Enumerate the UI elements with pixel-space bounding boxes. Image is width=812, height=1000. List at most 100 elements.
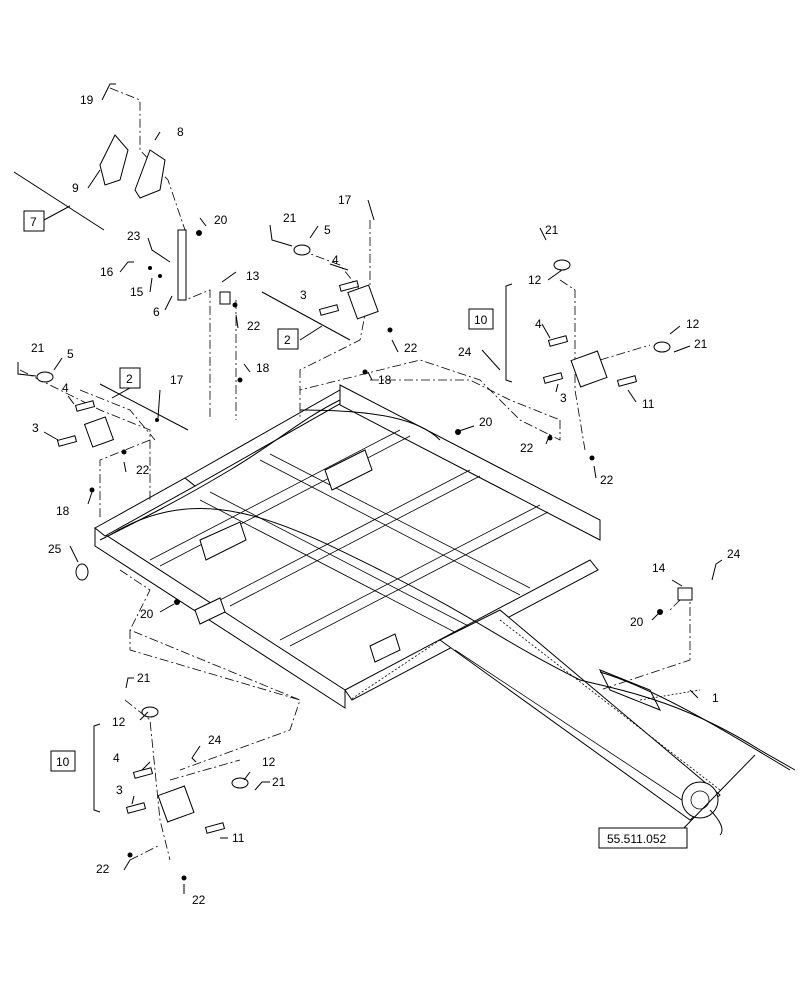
callout-22: 22	[520, 441, 534, 455]
shield-8	[134, 149, 166, 199]
screw-20b	[455, 429, 461, 435]
callout-22: 22	[247, 319, 261, 333]
callout-3: 3	[300, 288, 307, 302]
decal-3c	[542, 372, 564, 384]
shield-9	[99, 134, 129, 186]
callout-12: 12	[112, 715, 126, 729]
decal-11a	[616, 375, 638, 387]
nut-22a	[232, 302, 238, 308]
callout-24: 24	[458, 345, 472, 359]
callout-22: 22	[600, 473, 614, 487]
decal-3a	[318, 304, 340, 316]
callout-11: 11	[642, 397, 655, 411]
lamp-housing-10b	[157, 785, 195, 823]
lamp-5a	[293, 244, 311, 256]
callout-17: 17	[170, 373, 184, 387]
bracket-2b	[83, 416, 115, 448]
callout-3: 3	[116, 783, 123, 797]
box-2a	[277, 328, 299, 350]
callout-15: 15	[130, 285, 144, 299]
callout-9: 9	[72, 181, 79, 195]
callout-3: 3	[560, 391, 567, 405]
callout-16: 16	[100, 265, 114, 279]
callout-7: 7	[30, 215, 37, 229]
callout-4: 4	[535, 317, 542, 331]
callout-12: 12	[686, 317, 700, 331]
callout-22: 22	[136, 463, 150, 477]
callout-14: 14	[652, 561, 666, 575]
nut-22g	[181, 875, 187, 881]
box-ref	[598, 827, 688, 849]
callout-17: 17	[338, 193, 352, 207]
callout-10: 10	[56, 755, 70, 769]
callout-6: 6	[153, 305, 160, 319]
callout-labels: 19 8 9 7 20 23 16 15 6 13 22 17 21 5 4 3…	[30, 93, 741, 907]
callout-21: 21	[545, 223, 559, 237]
screw-20a	[196, 230, 202, 236]
callout-25: 25	[48, 542, 62, 556]
callout-5: 5	[324, 223, 331, 237]
callout-4: 4	[113, 751, 120, 765]
decal-3d	[125, 802, 147, 814]
screw-20c	[174, 599, 180, 605]
box-2b	[119, 367, 141, 389]
screw-17	[155, 418, 159, 422]
connection-lines	[19, 87, 691, 861]
callout-leaders	[13, 83, 756, 894]
callout-21: 21	[272, 775, 286, 789]
screw-15	[158, 274, 162, 278]
callout-3: 3	[32, 421, 39, 435]
callout-4: 4	[332, 253, 339, 267]
callout-18: 18	[378, 373, 392, 387]
screw-20d	[657, 609, 663, 615]
callout-22: 22	[192, 893, 206, 907]
callout-1: 1	[712, 691, 719, 705]
callout-5: 5	[67, 347, 74, 361]
nut-22f	[127, 852, 133, 858]
callout-20: 20	[630, 615, 644, 629]
main-frame	[94, 384, 796, 836]
decal-4c	[547, 335, 569, 347]
callout-4: 4	[62, 381, 69, 395]
bracket-6	[177, 229, 187, 301]
callout-23: 23	[127, 229, 141, 243]
callout-21: 21	[137, 671, 151, 685]
bracket-2a	[347, 284, 379, 320]
callout-8: 8	[177, 125, 184, 139]
callout-18: 18	[56, 504, 70, 518]
callout-22: 22	[404, 341, 418, 355]
callout-13: 13	[246, 269, 260, 283]
clip-13	[219, 291, 231, 305]
nut-22c	[121, 449, 127, 455]
callout-2: 2	[284, 333, 291, 347]
callout-18: 18	[256, 361, 270, 375]
lamp-12d	[231, 777, 249, 789]
callout-2: 2	[126, 372, 133, 386]
decal-4b	[74, 400, 96, 412]
screw-18a	[237, 377, 243, 383]
box-10b	[50, 750, 76, 772]
callout-20: 20	[140, 607, 154, 621]
boxed-callouts	[23, 210, 688, 849]
grommet-25	[75, 563, 89, 581]
screw-18b	[362, 369, 368, 375]
callout-12: 12	[528, 273, 542, 287]
lamp-5b	[36, 371, 54, 383]
box-7	[23, 210, 45, 232]
lamp-housing-10a	[570, 350, 608, 388]
callout-11: 11	[232, 831, 245, 845]
callout-24: 24	[208, 733, 222, 747]
screw-16	[148, 266, 152, 270]
decal-3b	[56, 435, 78, 447]
screw-18c	[89, 487, 95, 493]
callout-21: 21	[694, 337, 708, 351]
callout-21: 21	[283, 211, 297, 225]
callout-10: 10	[474, 313, 488, 327]
callout-21: 21	[31, 341, 45, 355]
nut-22b	[387, 327, 393, 333]
components	[36, 134, 693, 881]
lamp-12a	[553, 259, 571, 271]
callout-20: 20	[479, 415, 493, 429]
decal-11b	[204, 822, 226, 834]
